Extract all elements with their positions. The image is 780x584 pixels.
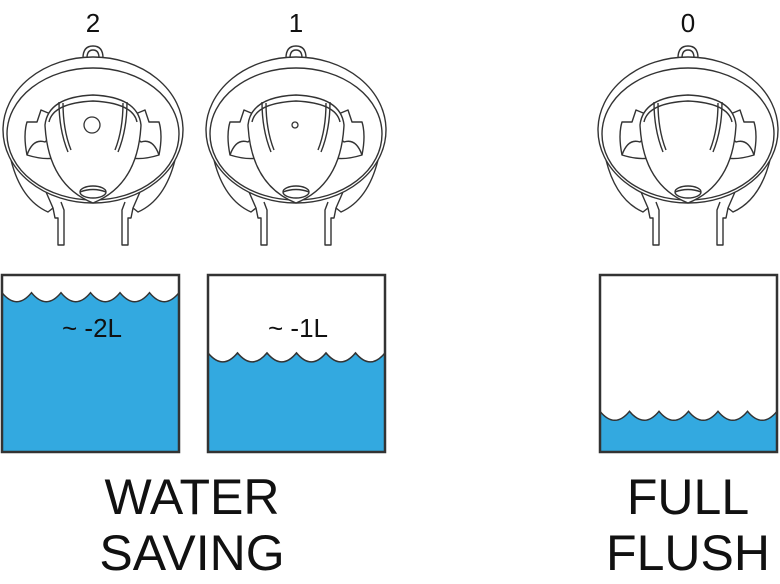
- valve-position-0: [597, 45, 779, 246]
- water-level-1: [208, 352, 385, 452]
- water-saving-label-line1: WATER: [105, 469, 280, 525]
- volume-label-2l: ~ -2L: [62, 313, 122, 343]
- position-number-1: 1: [289, 8, 303, 38]
- water-surface-wave: [1, 291, 180, 303]
- position-number-0: 0: [681, 8, 695, 38]
- position-number-2: 2: [86, 8, 100, 38]
- valve-position-1: [205, 45, 387, 246]
- tank-1: [206, 273, 387, 454]
- valve-hole: [83, 116, 101, 134]
- tank-2: [0, 273, 181, 454]
- water-level-2: [2, 292, 179, 452]
- water-saving-label-line2: SAVING: [99, 525, 284, 581]
- water-level-0: [600, 411, 777, 452]
- full-flush-label-line1: FULL: [627, 469, 749, 525]
- tank-0: [598, 273, 779, 454]
- full-flush-label-line2: FLUSH: [606, 525, 770, 581]
- water-surface-wave: [207, 351, 386, 363]
- valve-position-2: [2, 45, 184, 246]
- water-surface-wave: [599, 410, 778, 422]
- valve-hole: [291, 121, 299, 129]
- volume-label-1l: ~ -1L: [268, 313, 328, 343]
